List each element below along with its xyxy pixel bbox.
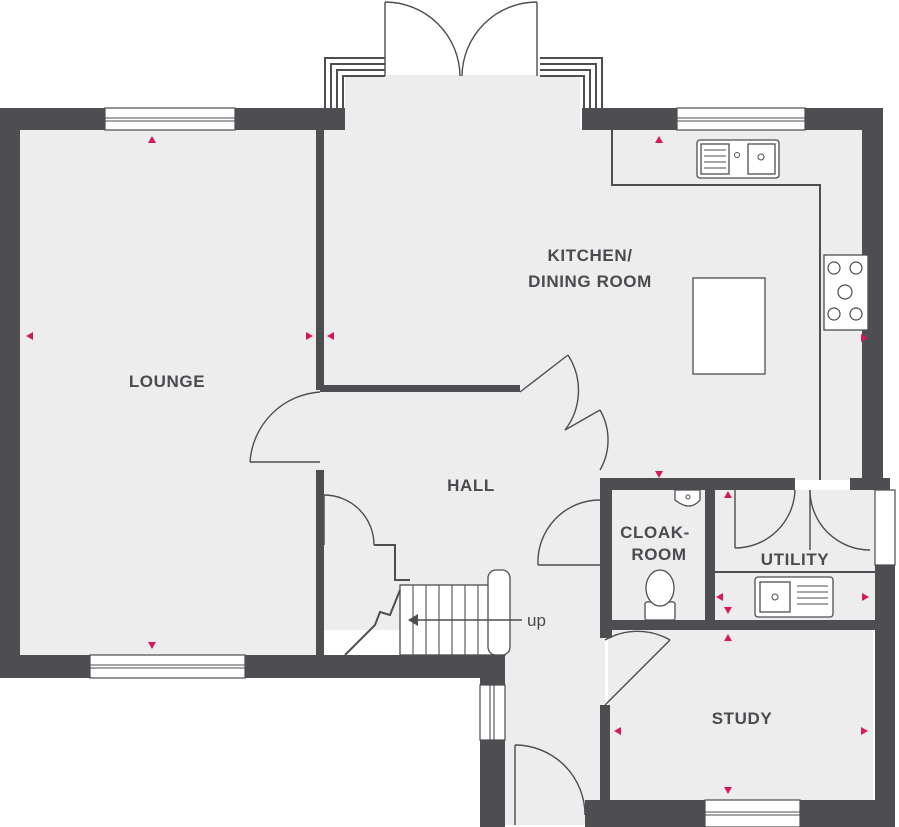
stairs-arrow-icon (408, 614, 522, 626)
doors (249, 1, 871, 825)
measurement-marker-icon (862, 593, 869, 601)
bay-frame-left (324, 57, 385, 130)
utility-top-wall (710, 478, 735, 490)
cloakroom-door (537, 499, 601, 566)
bay-frame-right (540, 57, 603, 110)
utility-fixtures (644, 489, 875, 621)
external-walls (0, 108, 895, 827)
measurement-marker-icon (655, 471, 663, 478)
front-door (514, 744, 586, 825)
kitchen-hall-floor (320, 75, 862, 630)
measurement-marker-icon (26, 332, 33, 340)
measurement-marker-icon (306, 332, 313, 340)
study-left-wall (600, 705, 610, 805)
study-bottom-wall-right (800, 800, 895, 827)
toilet-icon (644, 569, 676, 621)
cloakroom-left-wall (600, 478, 612, 638)
entrance-wall-top (480, 655, 505, 685)
stairs-up-label: up (527, 611, 546, 630)
utility-top-wall-b (735, 478, 795, 490)
study-top-wall (600, 620, 880, 630)
measurement-marker-icon (655, 136, 663, 143)
kitchen-label-line1: KITCHEN/ (547, 246, 632, 265)
entrance-wall-left (480, 740, 505, 827)
measurement-marker-icon (861, 727, 868, 735)
study-right-wall (875, 565, 895, 827)
kitchen-top-window (676, 107, 806, 131)
kitchen-top-wall-left (582, 108, 677, 130)
kitchen-right-wall (862, 108, 883, 488)
measurement-marker-icon (724, 607, 732, 614)
lounge-floor (20, 130, 320, 655)
kitchen-door (519, 354, 609, 471)
measurement-marker-icon (716, 593, 723, 601)
hall-label: HALL (447, 476, 495, 495)
lounge-label: LOUNGE (129, 372, 205, 391)
cloakroom-label-line1: CLOAK- (620, 523, 690, 542)
kitchen-hall-wall (320, 385, 520, 392)
understairs-door (323, 494, 410, 581)
lounge-bottom-window (89, 654, 246, 679)
french-doors (384, 1, 538, 77)
kitchen-island (692, 277, 766, 375)
cloakroom-top-wall (600, 478, 710, 490)
lounge-kitchen-partition (316, 130, 324, 390)
cloakroom-right-wall (705, 478, 715, 628)
lounge-bottom-wall-right (245, 655, 505, 678)
room-labels: LOUNGE KITCHEN/ DINING ROOM HALL CLOAK- … (129, 246, 829, 728)
measurement-marker-icon (148, 136, 156, 143)
basin-icon (674, 489, 701, 507)
measurement-marker-icon (724, 787, 732, 794)
study-door (604, 630, 671, 706)
hob-icon (823, 254, 869, 331)
windows (89, 57, 896, 827)
measurement-marker-icon (724, 634, 732, 641)
kitchen-fixtures (611, 130, 869, 480)
kitchen-sink-icon (696, 139, 780, 179)
lounge-hall-partition (316, 470, 324, 655)
utility-top-wall-right (850, 478, 890, 490)
study-label: STUDY (712, 709, 773, 728)
lounge-door (249, 391, 321, 463)
measurement-markers (26, 136, 869, 794)
internal-walls (316, 130, 890, 805)
lounge-top-window (104, 107, 236, 131)
lounge-bottom-wall-left (0, 655, 90, 678)
staircase: up (344, 569, 546, 656)
study-bottom-window (704, 799, 801, 827)
measurement-marker-icon (724, 491, 732, 498)
measurement-marker-icon (861, 334, 868, 342)
utility-right-window (874, 489, 896, 566)
lounge-left-wall (0, 108, 20, 678)
kitchen-label-line2: DINING ROOM (528, 272, 652, 291)
measurement-marker-icon (327, 332, 334, 340)
utility-label: UTILITY (761, 550, 829, 569)
bay-left-wall (320, 108, 345, 130)
kitchen-worktop (611, 130, 821, 480)
lounge-top-wall-right (235, 108, 345, 130)
entrance-side-window (479, 684, 506, 741)
cloakroom-label-line2: ROOM (631, 545, 686, 564)
utility-sink-icon (754, 576, 834, 618)
lounge-top-wall-left (0, 108, 105, 130)
measurement-marker-icon (614, 727, 621, 735)
entrance-floor (505, 630, 605, 825)
utility-door (734, 489, 871, 551)
measurement-marker-icon (148, 642, 156, 649)
